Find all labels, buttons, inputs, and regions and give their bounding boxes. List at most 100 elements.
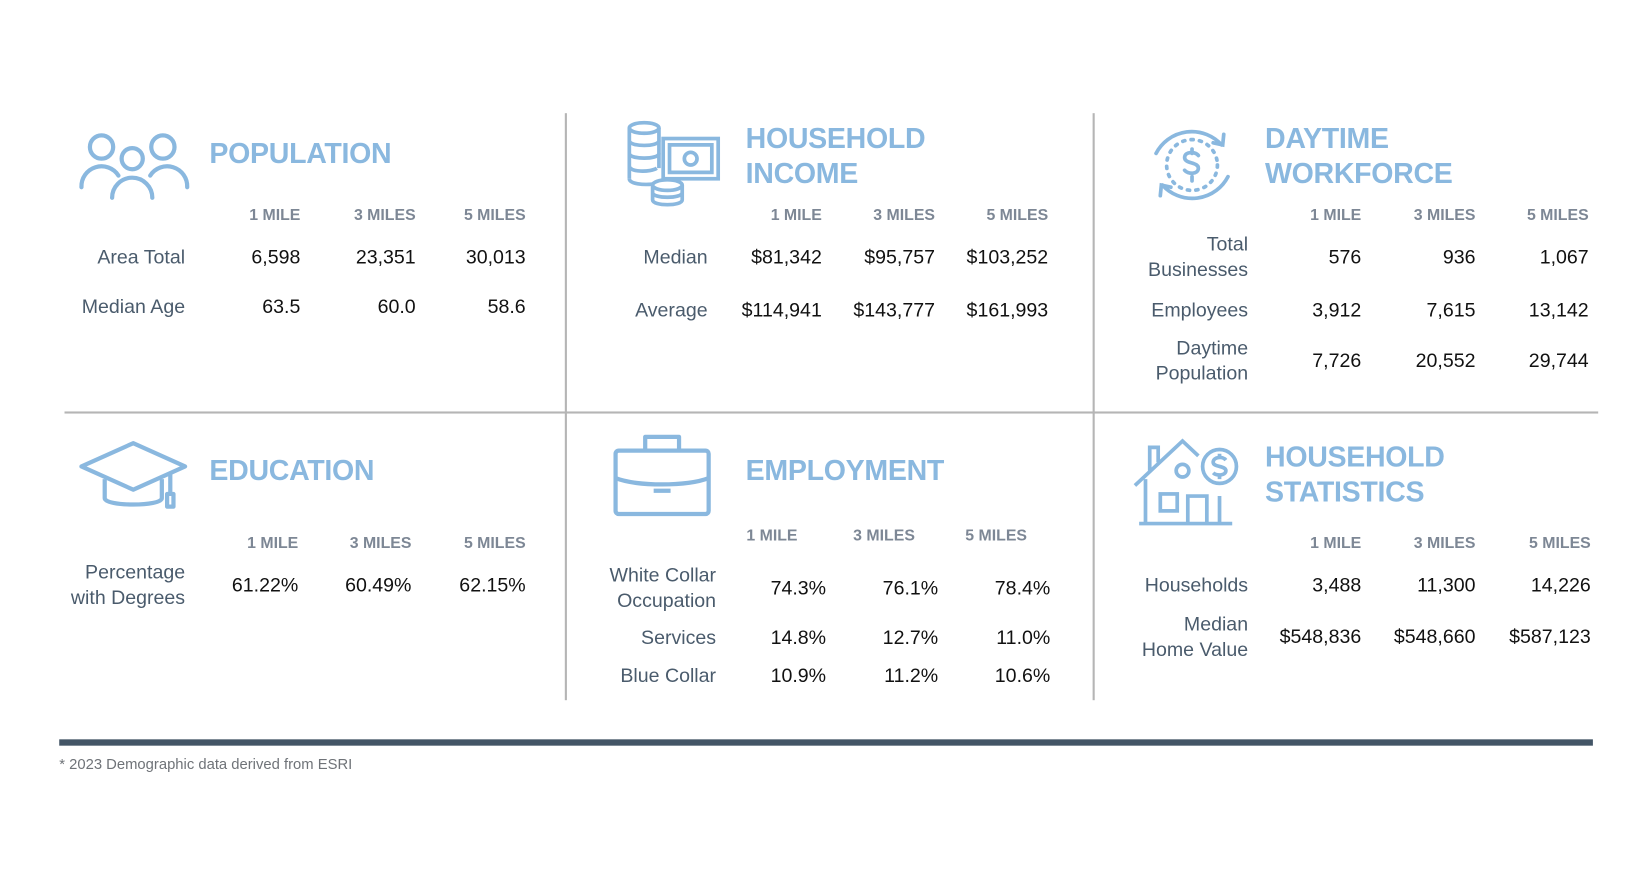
row-value: 61.22% [231,573,299,596]
row-value: 23,351 [355,245,416,268]
row-value: $587,123 [1509,625,1591,648]
row-label-line: Percentage [85,560,186,583]
column-header: 1 MILE [770,206,822,225]
column-header: 1 MILE [746,526,798,545]
row-value: 12.7% [882,626,939,649]
footnote: * 2023 Demographic data derived from ESR… [59,755,353,773]
row-label: Area Total [0,244,185,269]
row-value: 78.4% [994,576,1051,599]
column-header: 1 MILE [1310,206,1362,225]
row-label: Blue Collar [505,663,717,688]
row-value: 10.9% [770,664,827,687]
row-value: 14,226 [1530,573,1591,596]
row-value: 60.0 [377,295,416,318]
title-line: EDUCATION [209,454,375,487]
coins-cash-icon [627,120,721,212]
column-header: 5 MILES [965,526,1028,545]
column-header: 5 MILES [986,206,1049,225]
title-line: HOUSEHOLD [745,122,926,155]
row-label-line: Businesses [1148,258,1249,281]
row-value: 62.15% [459,573,526,596]
title-line: WORKFORCE [1265,157,1453,190]
column-header: 3 MILES [873,206,936,225]
house-dollar-icon [1133,438,1241,531]
row-value: 30,013 [465,245,526,268]
education-title: EDUCATION [209,454,374,489]
row-value: $548,660 [1393,625,1476,648]
title-line: HOUSEHOLD [1265,441,1445,473]
row-value: 11.2% [884,664,939,687]
row-value: 3,912 [1312,298,1362,321]
row-value: $81,342 [751,245,822,268]
row-value: 10.6% [994,664,1051,687]
row-label-line: White Collar [609,563,717,586]
row-value: $95,757 [864,245,936,268]
row-value: 76.1% [882,576,939,599]
graduation-cap-icon [79,439,188,520]
column-header: 3 MILES [1413,206,1476,225]
row-value: 58.6 [487,295,526,318]
divider-vertical [564,113,567,701]
row-label: Employees [1037,297,1249,322]
column-header: 3 MILES [353,206,416,225]
dollar-cycle-icon [1150,122,1235,214]
row-value: 936 [1442,245,1476,268]
people-icon [79,132,190,205]
title-line: POPULATION [209,137,392,170]
row-label-line: Home Value [1141,637,1249,661]
row-value: 11.0% [996,626,1051,649]
footer-bar [59,739,1593,746]
population-title: POPULATION [209,136,391,171]
employment-title: EMPLOYMENT [745,454,945,489]
title-line: EMPLOYMENT [745,454,945,487]
column-header: 3 MILES [349,534,412,553]
row-value: 3,488 [1312,573,1362,596]
row-value: $143,777 [853,298,936,321]
row-label-line: Population [1155,361,1249,384]
row-value: 60.49% [345,573,412,596]
row-value: 576 [1328,245,1362,268]
row-label: Average [496,297,708,322]
title-line: INCOME [745,157,859,190]
row-label-line: Average [635,298,708,321]
row-value: $161,993 [966,298,1049,321]
row-label: Median Age [0,294,185,319]
row-label: Households [1037,572,1248,597]
row-label-line: Area Total [97,245,186,268]
row-value: 7,726 [1312,349,1362,372]
column-header: 5 MILES [1529,534,1591,553]
row-label: Median [496,244,708,269]
row-label-line: Median [643,245,708,268]
row-value: $114,941 [741,298,822,321]
row-label-line: Daytime [1176,336,1249,359]
row-label-line: Median Age [81,295,186,318]
row-label-line: Median [1183,612,1249,635]
row-value: 13,142 [1528,298,1589,321]
title-line: DAYTIME [1265,122,1389,155]
column-header: 3 MILES [1413,534,1476,553]
column-header: 1 MILE [249,206,301,225]
briefcase-icon [613,434,711,522]
row-value: 14.8% [770,626,827,649]
row-label-line: Occupation [617,589,717,612]
row-label-line: Blue Collar [620,664,717,687]
column-header: 1 MILE [247,534,299,553]
row-value: 6,598 [251,245,301,268]
row-label-line: Employees [1151,298,1249,321]
title-line: STATISTICS [1265,475,1425,508]
row-value: 74.3% [770,576,827,599]
column-header: 3 MILES [853,526,915,545]
row-label-line: with Degrees [70,585,186,609]
row-label-line: Services [641,626,717,649]
column-header: 5 MILES [1526,206,1589,225]
column-header: 1 MILE [1310,534,1362,553]
column-header: 5 MILES [463,534,526,553]
